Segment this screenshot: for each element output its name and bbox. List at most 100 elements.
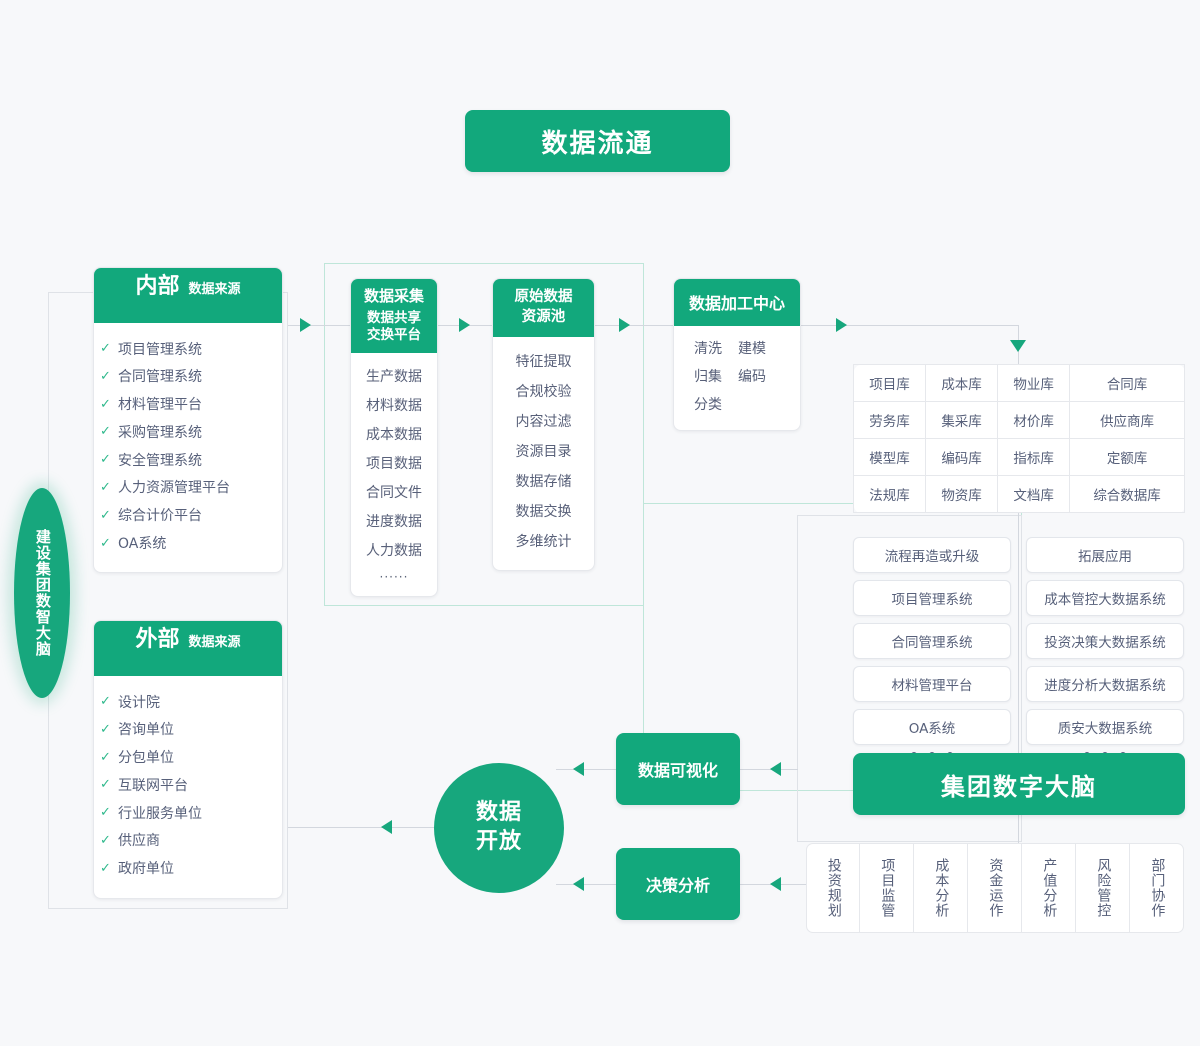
check-icon: ✓: [100, 749, 111, 765]
connector-apps-to-visual: [740, 769, 798, 770]
application-item[interactable]: 进度分析大数据系统: [1026, 666, 1184, 702]
function-item[interactable]: 产值分析: [1022, 843, 1076, 933]
connector-decision-to-open: [556, 884, 616, 885]
check-icon: ✓: [100, 479, 111, 495]
data-collection-subtitle: 数据共享交换平台: [367, 310, 421, 344]
database-cell[interactable]: 综合数据库: [1069, 475, 1185, 513]
function-item-label: 风险管控: [1095, 858, 1112, 918]
check-icon: ✓: [100, 424, 111, 440]
applications-left-column: 流程再造或升级项目管理系统合同管理系统材料管理平台 OA系统: [853, 537, 1011, 758]
arrow-right-icon: [459, 318, 470, 332]
data-visualization-box: 数据可视化: [616, 733, 740, 805]
database-cell[interactable]: 编码库: [925, 438, 999, 476]
function-item-label: 成本分析: [933, 858, 950, 918]
function-item[interactable]: 风险管控: [1076, 843, 1130, 933]
database-cell[interactable]: 物资库: [925, 475, 999, 513]
arrow-left-icon: [573, 877, 584, 891]
list-item: ✓设计院: [100, 694, 160, 711]
application-item[interactable]: 项目管理系统: [853, 580, 1011, 616]
application-item[interactable]: 合同管理系统: [853, 623, 1011, 659]
database-cell[interactable]: 法规库: [852, 475, 927, 513]
decision-analysis-box: 决策分析: [616, 848, 740, 920]
function-item[interactable]: 成本分析: [914, 843, 968, 933]
application-item[interactable]: 流程再造或升级: [853, 537, 1011, 573]
list-item: 材料数据: [366, 397, 422, 414]
database-cell[interactable]: 项目库: [852, 364, 927, 402]
list-item: ✓材料管理平台: [100, 396, 202, 414]
brain-ellipse: 建设集团数智大脑: [14, 488, 70, 698]
database-cell[interactable]: 模型库: [852, 438, 927, 476]
check-icon: ✓: [100, 805, 111, 821]
table-row: 法规库物资库文档库综合数据库: [852, 475, 1185, 513]
function-item[interactable]: 资金运作: [968, 843, 1022, 933]
database-cell[interactable]: 劳务库: [852, 401, 927, 439]
connector-process-to-db: [801, 325, 1019, 326]
check-icon: ✓: [100, 341, 111, 356]
internal-sources-list: ✓项目管理系统✓合同管理系统✓材料管理平台✓采购管理系统✓安全管理系统✓人力资源…: [94, 323, 282, 572]
application-item[interactable]: 投资决策大数据系统: [1026, 623, 1184, 659]
applications-left-list: 流程再造或升级项目管理系统合同管理系统材料管理平台 OA系统: [853, 537, 1011, 745]
application-item[interactable]: 质安大数据系统: [1026, 709, 1184, 745]
database-cell[interactable]: 合同库: [1069, 364, 1185, 402]
function-item[interactable]: 项目监管: [860, 843, 914, 933]
check-icon: ✓: [100, 507, 111, 523]
external-sources-list: ✓设计院✓咨询单位✓分包单位✓互联网平台✓行业服务单位✓供应商✓政府单位: [94, 676, 282, 898]
check-icon: ✓: [100, 832, 111, 848]
application-item[interactable]: OA系统: [853, 709, 1011, 745]
function-item[interactable]: 投资规划: [806, 843, 860, 933]
external-sources-header: 外部 数据来源: [94, 621, 282, 676]
application-item[interactable]: 材料管理平台: [853, 666, 1011, 702]
database-cell[interactable]: 定额库: [1069, 438, 1185, 476]
list-item: 合同文件: [366, 484, 422, 501]
internal-sources-title: 内部: [135, 274, 180, 299]
table-row: 劳务库集采库材价库供应商库: [852, 401, 1185, 439]
process-item: 分类: [694, 397, 722, 413]
connector-pool-to-process: [595, 325, 673, 326]
check-icon: ✓: [100, 694, 111, 709]
connector-db-to-brain: [1018, 496, 1019, 754]
database-cell[interactable]: 物业库: [997, 364, 1071, 402]
database-cell[interactable]: 材价库: [997, 401, 1071, 439]
database-cell[interactable]: 集采库: [925, 401, 999, 439]
application-item[interactable]: 拓展应用: [1026, 537, 1184, 573]
process-item: 清洗: [694, 341, 722, 357]
list-item: ✓互联网平台: [100, 777, 188, 794]
open-data-line2: 开放: [475, 829, 522, 854]
list-item: ✓OA系统: [100, 535, 167, 553]
external-sources-card: 外部 数据来源 ✓设计院✓咨询单位✓分包单位✓互联网平台✓行业服务单位✓供应商✓…: [93, 620, 283, 899]
function-item[interactable]: 部门协作: [1130, 843, 1184, 933]
function-item-label: 资金运作: [987, 858, 1004, 918]
data-collection-more: ······: [379, 570, 409, 584]
list-item: ✓安全管理系统: [100, 452, 202, 469]
check-icon: ✓: [100, 777, 111, 793]
connector-visual-to-open: [556, 769, 616, 770]
check-icon: ✓: [100, 368, 111, 384]
list-item: ✓政府单位: [100, 860, 174, 878]
raw-data-pool-list: 特征提取合规校验内容过滤资源目录数据存储数据交换多维统计: [493, 337, 594, 570]
list-item: ✓人力资源管理平台: [100, 479, 230, 497]
check-icon: ✓: [100, 396, 111, 412]
process-item: 建模: [738, 341, 766, 357]
external-sources-title: 外部: [135, 627, 180, 652]
database-table: 项目库成本库物业库合同库劳务库集采库材价库供应商库模型库编码库指标库定额库法规库…: [852, 364, 1185, 513]
data-collection-title: 数据采集: [363, 287, 424, 305]
function-item-label: 部门协作: [1149, 858, 1166, 918]
list-item: 合规校验: [515, 384, 572, 401]
database-cell[interactable]: 指标库: [997, 438, 1071, 476]
check-icon: ✓: [100, 452, 111, 468]
list-item: 特征提取: [515, 354, 572, 371]
list-item: 数据存储: [515, 474, 572, 491]
application-item[interactable]: 成本管控大数据系统: [1026, 580, 1184, 616]
list-item: ✓咨询单位: [100, 721, 174, 739]
page-title: 数据流通: [465, 110, 730, 172]
arrow-left-icon: [770, 877, 781, 891]
raw-data-pool-header: 原始数据资源池: [493, 279, 594, 338]
database-cell[interactable]: 文档库: [997, 475, 1071, 513]
arrow-left-icon: [770, 762, 781, 776]
connector-sources-to-collect: [288, 325, 350, 326]
digital-brain-box: 集团数字大脑: [853, 753, 1185, 815]
data-processing-center-card: 数据加工中心 清洗建模归集编码分类: [673, 278, 801, 431]
database-cell[interactable]: 供应商库: [1069, 401, 1185, 439]
internal-sources-header: 内部 数据来源: [94, 268, 282, 323]
database-cell[interactable]: 成本库: [925, 364, 999, 402]
